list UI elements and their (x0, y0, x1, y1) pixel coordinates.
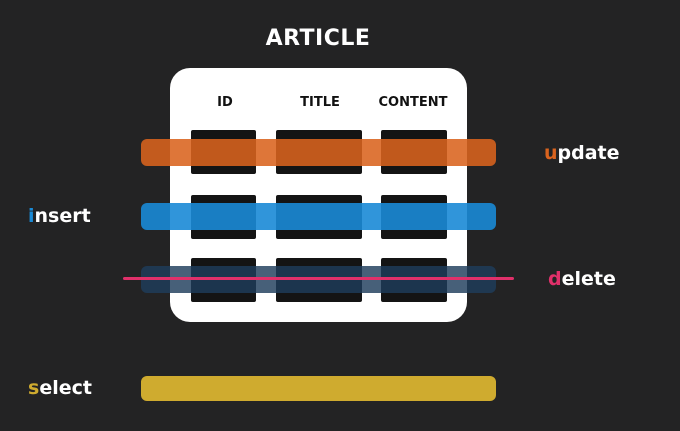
update-label: update (544, 142, 620, 164)
delete-strike-line (123, 277, 514, 280)
update-bar (141, 139, 496, 166)
insert-label-rest: nsert (34, 205, 91, 227)
column-header-id: ID (217, 95, 233, 110)
select-label-rest: elect (39, 377, 92, 399)
update-label-first: u (544, 142, 558, 164)
delete-label-first: d (548, 268, 562, 290)
column-header-content: CONTENT (378, 95, 448, 110)
diagram-title: ARTICLE (265, 26, 371, 51)
delete-label-rest: elete (561, 268, 616, 290)
insert-bar (141, 203, 496, 230)
insert-label: insert (28, 205, 91, 227)
column-header-title: TITLE (300, 95, 340, 110)
delete-label: delete (548, 268, 616, 290)
select-label-first: s (28, 377, 40, 399)
update-label-rest: pdate (557, 142, 620, 164)
insert-label-first: i (28, 205, 35, 227)
select-label: select (28, 377, 92, 399)
select-bar (141, 376, 496, 401)
